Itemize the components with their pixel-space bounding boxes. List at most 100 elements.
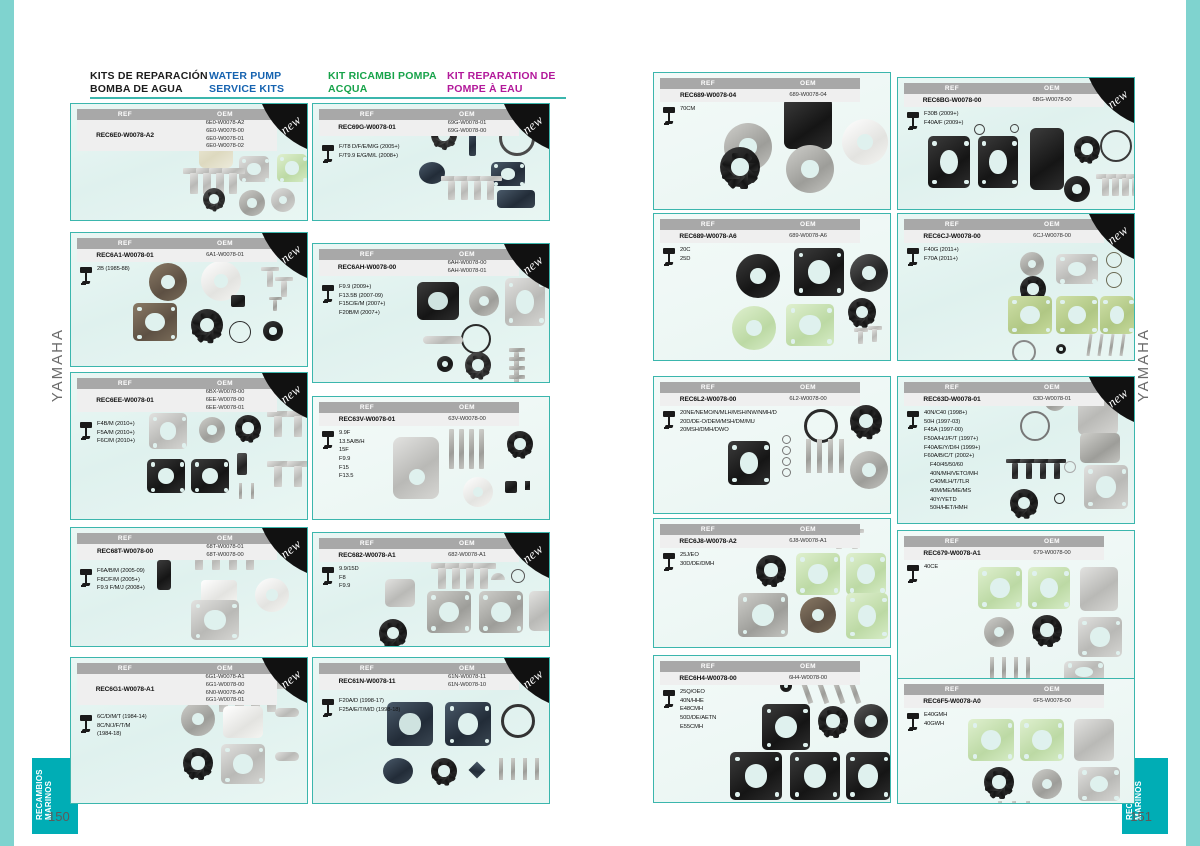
bolt-head [509, 375, 526, 379]
model-applicability: 40CE [906, 563, 938, 586]
model-applicability: 20C 25D [662, 246, 690, 269]
bolt-part [222, 168, 246, 194]
disc-part [239, 190, 265, 216]
model-list: 2B (1985-88) [97, 266, 130, 272]
o-ring-part [782, 446, 791, 455]
ref-value: REC6EE-W0078-01 [96, 397, 154, 405]
oem-value: 6BX-W0078-00 6EE-W0078-00 6EE-W0078-01 [205, 389, 245, 411]
housing-part [201, 580, 237, 604]
page-edge-left-inner [14, 0, 18, 846]
ref-value: REC6CJ-W0078-00 [923, 233, 981, 240]
model-applicability: 25J/EO 30D/DE/DMH [662, 551, 714, 574]
oem-value: 6AH-W0078-00 6AH-W0078-01 [447, 260, 487, 274]
bolt-part [287, 461, 307, 487]
new-badge: new [245, 528, 307, 590]
impeller-part [850, 405, 882, 440]
oem-value: 6E0-W0078-A2 6E0-W0078-00 6E0-W0078-01 6… [205, 120, 245, 150]
bolt-part [267, 461, 291, 487]
bolt-part [454, 176, 476, 200]
ref-value: REC679-W0078-A1 [923, 550, 981, 557]
disc-part [850, 451, 888, 489]
bolt-shaft [294, 466, 303, 487]
oem-value: 61N-W0078-11 61N-W0078-10 [447, 674, 487, 688]
model-applicability: 9.9/15D F8 F9.9 [321, 565, 359, 591]
ref-value: REC6AH-W0078-00 [337, 264, 397, 272]
gasket-part [133, 303, 177, 341]
bolt-part [1096, 174, 1116, 196]
bolt-head [445, 563, 469, 569]
gasket-part [1100, 296, 1134, 334]
o-ring-part [461, 324, 491, 354]
gasket-part [479, 591, 523, 633]
gasket-part [796, 553, 840, 595]
disc-part [463, 477, 493, 507]
key-part [505, 481, 517, 493]
column-header-oem: OEM [458, 251, 475, 258]
model-list: 20NE/NEMO/N/MLH/MSH/NW/NMH/D 20D/DE-O/DE… [680, 410, 777, 434]
seal-part [419, 162, 445, 184]
ref-oem-table-row: REC6CJ-W0078-00 6CJ-W0078-00 [904, 230, 1104, 243]
model-applicability: F40G (2011+) F70A (2011+) [906, 246, 959, 269]
ref-value: REC6L2-W0078-00 [679, 396, 737, 403]
gasket-part [786, 304, 834, 346]
bolt-part [196, 168, 220, 194]
bolt-shaft [452, 568, 461, 589]
model-list: F6A/B/M (2005-09) F8C/F/M (2005+) F9.9 F… [97, 568, 145, 592]
new-badge-label: new [1104, 384, 1131, 411]
oem-value: 6F5-W0078-00 [1033, 697, 1071, 704]
bolt-head [868, 326, 883, 330]
column-header-ref: REF [944, 384, 960, 391]
column-header-oem: OEM [799, 526, 816, 533]
plate-part [393, 437, 439, 499]
gasket-part [846, 752, 890, 800]
bolt-head [1034, 459, 1052, 464]
bolt-shaft [203, 173, 212, 194]
disc-part [842, 119, 888, 165]
bolt-part [441, 176, 463, 200]
o-ring-part [1020, 411, 1050, 441]
o-ring-part [782, 457, 791, 466]
ref-value: REC6G1-W0078-A1 [95, 686, 155, 694]
outboard-engine-icon [906, 111, 920, 133]
outboard-engine-icon [662, 689, 676, 711]
bolt-part [209, 168, 233, 194]
o-ring-part [974, 124, 985, 135]
bolt-head [1106, 174, 1126, 179]
bolt-head [222, 168, 246, 174]
bolt-head [267, 461, 291, 467]
ref-value: REC6E0-W0078-A2 [96, 132, 154, 140]
oem-value: 6CJ-W0078-00 [1033, 232, 1071, 239]
bolt-part [1097, 333, 1104, 357]
model-list: F/T8 D/F/E/M/G (2005+) F/T9.9 E/G/M/L (2… [339, 144, 400, 159]
housing-part [1074, 719, 1114, 761]
bolt-shaft [1025, 463, 1032, 479]
model-applicability: 70CM [662, 105, 695, 128]
